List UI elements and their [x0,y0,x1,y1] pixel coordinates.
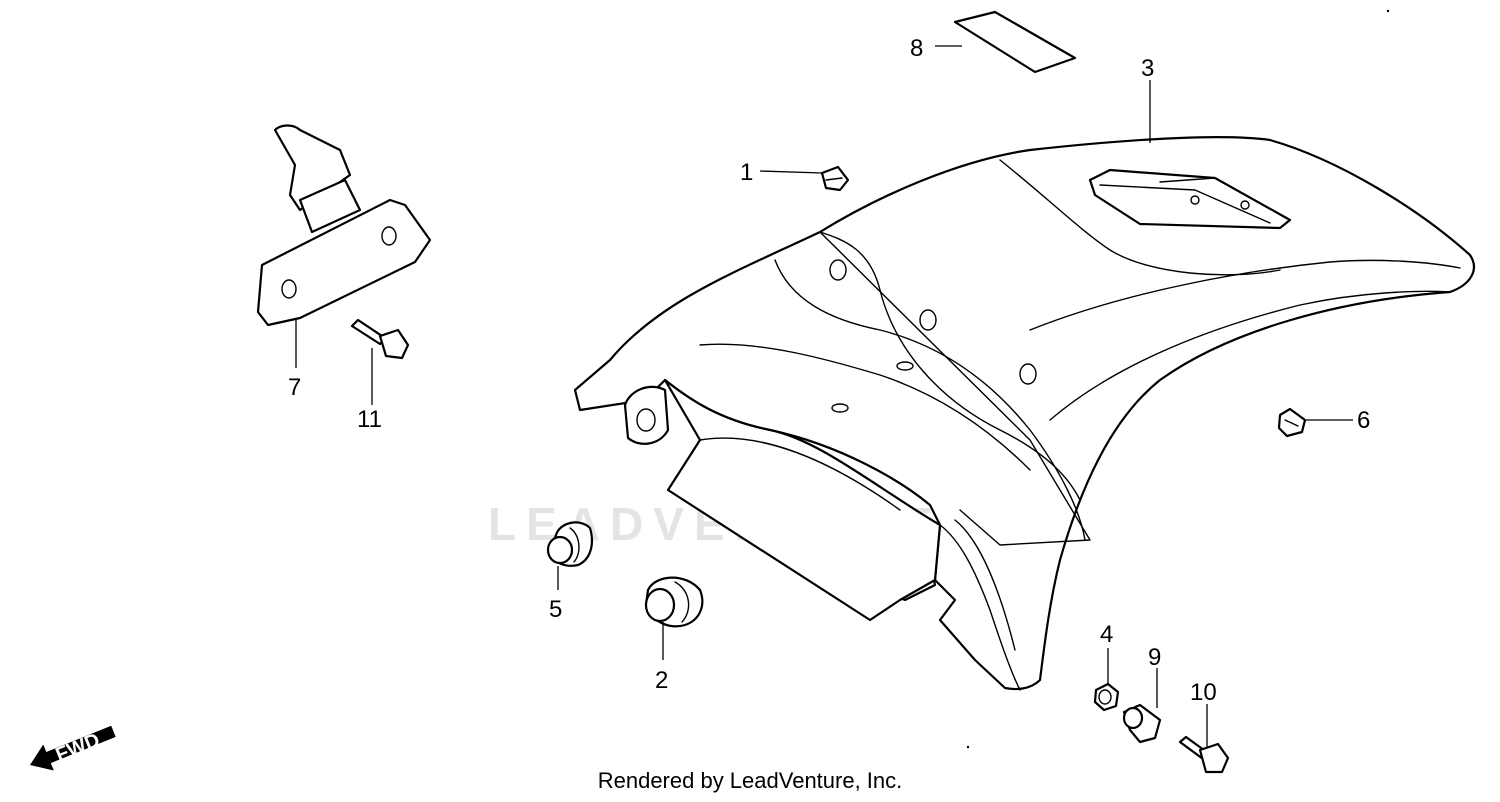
footer-credit: Rendered by LeadVenture, Inc. [597,768,903,793]
part-5-grommet[interactable]: 5 [546,521,594,623]
part-6-clip-nut[interactable]: 6 [1277,407,1370,438]
part-4-collar[interactable]: 4 [1093,621,1120,712]
part-7-bracket[interactable]: 7 [256,124,432,401]
callout-7: 7 [288,374,301,401]
callout-3: 3 [1141,55,1154,82]
callout-1: 1 [740,159,753,186]
callout-6: 6 [1357,407,1370,434]
part-10-flange-bolt[interactable]: 10 [1178,679,1230,774]
part-8-label[interactable]: 8 [910,10,1077,74]
part-2-grommet[interactable]: 2 [644,576,704,694]
part-11-bolt[interactable]: 11 [350,318,410,433]
callout-9: 9 [1148,644,1161,671]
part-9-washer[interactable]: 9 [1122,644,1161,744]
part-3-rear-fender[interactable]: 3 [573,55,1476,691]
callout-11: 11 [357,406,382,433]
callout-8: 8 [910,35,923,62]
fwd-label: FWD [53,729,103,766]
part-1-clip-nut[interactable]: 1 [740,159,850,192]
callout-2: 2 [655,667,668,694]
callout-5: 5 [549,596,562,623]
callout-10: 10 [1190,679,1217,706]
callout-4: 4 [1100,621,1113,648]
